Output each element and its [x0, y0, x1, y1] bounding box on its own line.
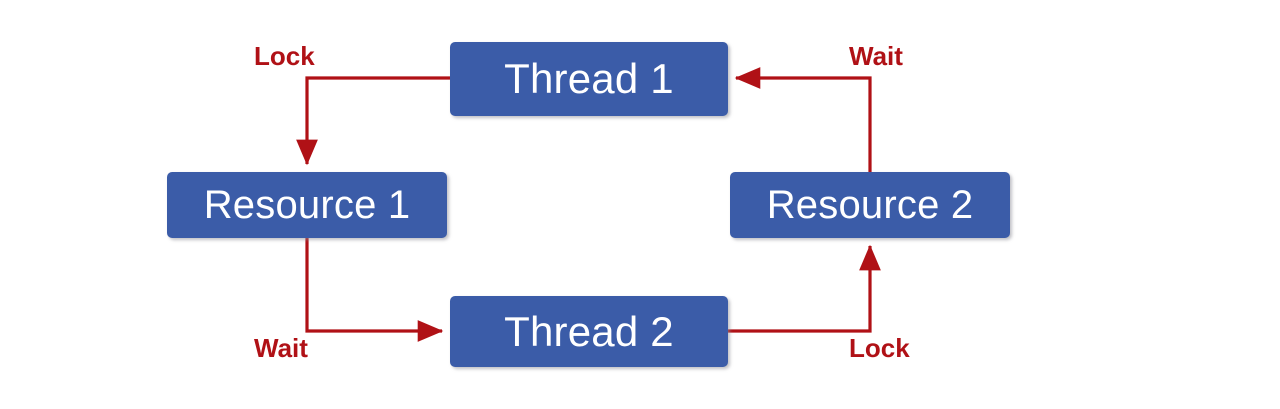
edge-label-thread1-to-resource1: Lock — [254, 41, 315, 71]
connector-thread1-to-resource1 — [296, 76, 450, 166]
node-thread-1: Thread 1 — [450, 42, 728, 116]
node-resource-1: Resource 1 — [167, 172, 447, 238]
edge-label-resource2-to-thread1: Wait — [849, 41, 903, 71]
node-resource-2: Resource 2 — [730, 172, 1010, 238]
node-thread-2: Thread 2 — [450, 296, 728, 367]
edge-label-thread2-to-resource2: Lock — [849, 333, 910, 363]
connector-resource1-to-thread2 — [305, 238, 444, 342]
edge-label-resource1-to-thread2: Wait — [254, 333, 308, 363]
connector-resource2-to-thread1 — [734, 67, 872, 172]
connector-thread2-to-resource2 — [728, 244, 881, 333]
